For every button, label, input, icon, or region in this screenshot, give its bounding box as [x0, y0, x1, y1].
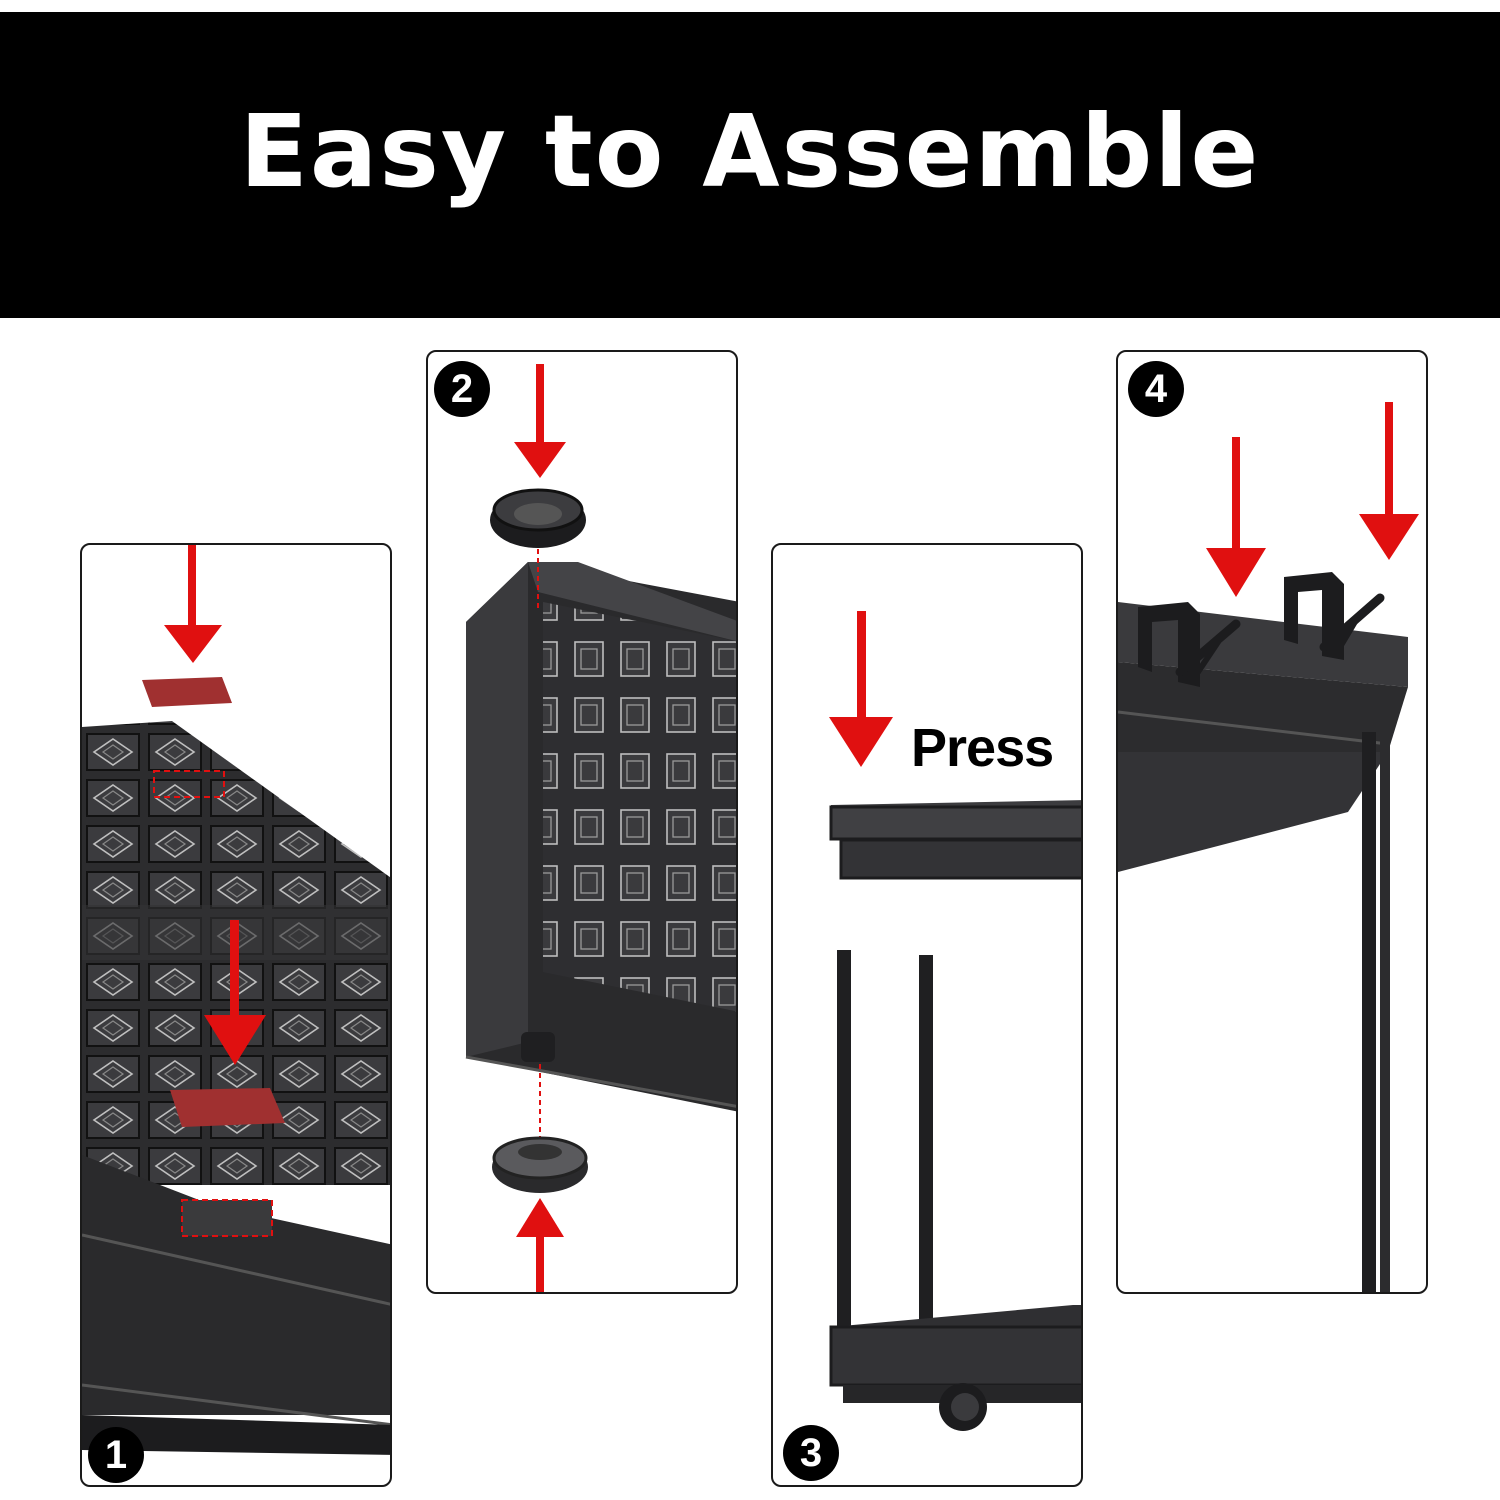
step-4-illustration [1118, 402, 1419, 1292]
header-banner: Easy to Assemble [0, 12, 1500, 318]
step-number-badge: 1 [88, 1427, 144, 1483]
page-title: Easy to Assemble [239, 93, 1261, 210]
step-number-badge: 3 [783, 1425, 839, 1481]
step-3-panel: Press 3 [771, 543, 1083, 1487]
step-number-badge: 2 [434, 361, 490, 417]
step-number-badge: 4 [1128, 361, 1184, 417]
step-1-panel: 1 [80, 543, 392, 1487]
step-2-panel: 2 [426, 350, 738, 1294]
step-3-illustration [829, 611, 1081, 1431]
press-label: Press [911, 718, 1054, 778]
step-4-panel: 4 [1116, 350, 1428, 1294]
step-1-illustration [82, 545, 390, 1455]
step-2-illustration [465, 364, 736, 1292]
